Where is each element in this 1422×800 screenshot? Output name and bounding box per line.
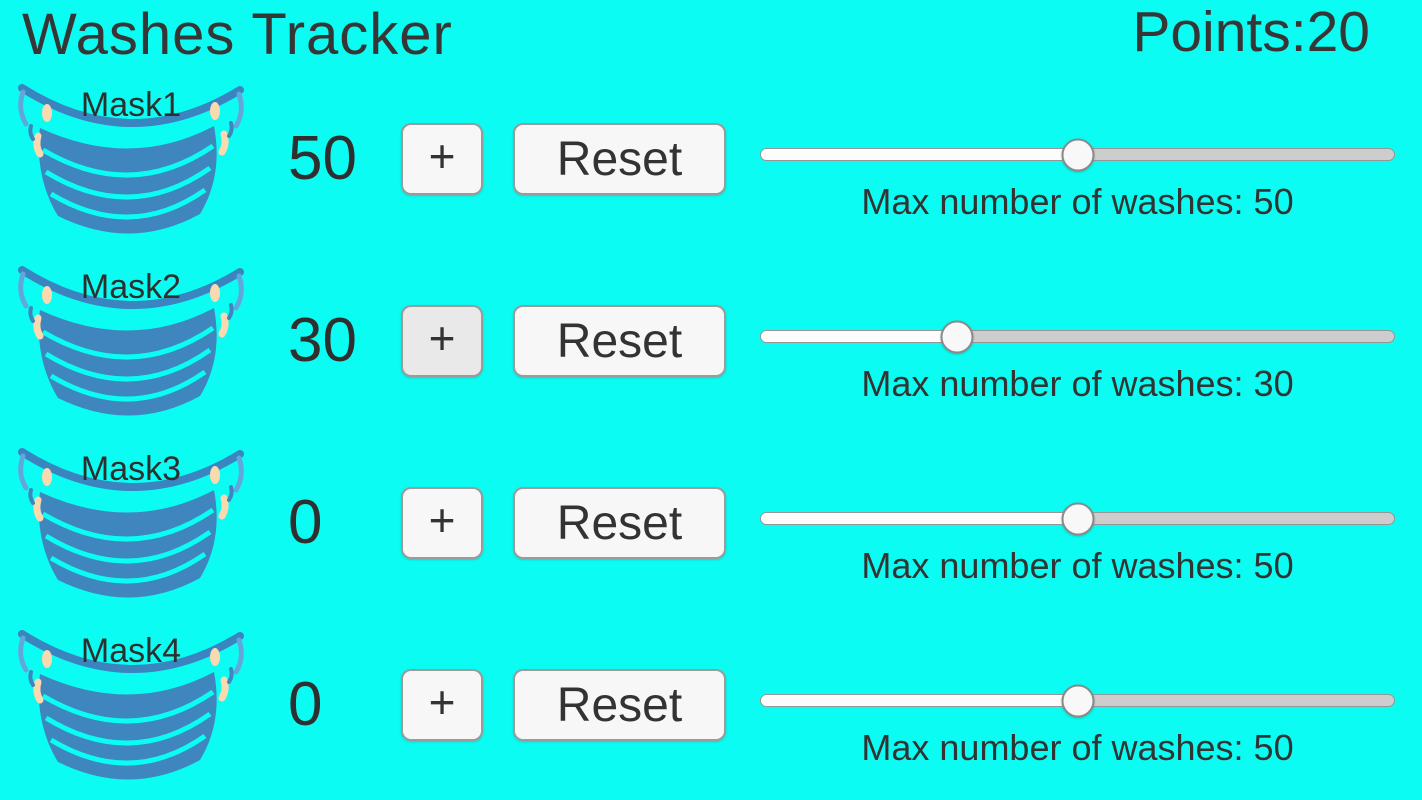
max-washes-slider-group: Max number of washes: 50 [760, 502, 1395, 587]
max-washes-slider[interactable] [760, 502, 1395, 535]
increment-button[interactable]: + [401, 305, 483, 377]
points-label: Points: [1132, 0, 1307, 64]
page-title: Washes Tracker [22, 2, 453, 67]
wash-count: 30 [288, 306, 357, 375]
mask-name-label: Mask3 [80, 450, 182, 488]
max-washes-slider-group: Max number of washes: 50 [760, 138, 1395, 223]
mask-icon: Mask3 [18, 442, 244, 614]
mask-icon: Mask2 [18, 260, 244, 432]
increment-button[interactable]: + [401, 123, 483, 195]
reset-button[interactable]: Reset [513, 123, 726, 195]
slider-fill [761, 695, 1078, 706]
max-washes-slider-group: Max number of washes: 50 [760, 684, 1395, 769]
slider-thumb[interactable] [940, 320, 974, 353]
slider-fill [761, 513, 1078, 524]
max-washes-label: Max number of washes: 30 [861, 363, 1294, 404]
slider-thumb[interactable] [1061, 138, 1094, 171]
slider-fill [761, 331, 958, 342]
slider-thumb[interactable] [1061, 502, 1094, 535]
wash-count: 0 [288, 488, 323, 557]
points-value: 20 [1306, 0, 1370, 64]
mask-row: Mask3 0 + Reset Max number of washes: 50 [0, 442, 1422, 624]
max-washes-label: Max number of washes: 50 [861, 727, 1294, 768]
slider-fill [761, 149, 1078, 160]
reset-button[interactable]: Reset [513, 305, 726, 377]
increment-button[interactable]: + [401, 487, 483, 559]
face-mask-icon [18, 84, 244, 234]
mask-icon: Mask1 [18, 78, 244, 250]
increment-button[interactable]: + [401, 669, 483, 741]
reset-button[interactable]: Reset [513, 487, 726, 559]
wash-count: 50 [288, 124, 357, 193]
mask-name-label: Mask4 [80, 632, 182, 670]
face-mask-icon [18, 448, 244, 598]
mask-icon: Mask4 [18, 624, 244, 796]
max-washes-label: Max number of washes: 50 [861, 181, 1294, 222]
face-mask-icon [18, 630, 244, 780]
max-washes-slider[interactable] [760, 684, 1395, 717]
points-display: Points:20 [1132, 0, 1370, 66]
max-washes-slider[interactable] [760, 138, 1395, 171]
mask-name-label: Mask2 [80, 268, 182, 306]
reset-button[interactable]: Reset [513, 669, 726, 741]
wash-count: 0 [288, 670, 323, 739]
max-washes-slider-group: Max number of washes: 30 [760, 320, 1395, 405]
face-mask-icon [18, 266, 244, 416]
max-washes-slider[interactable] [760, 320, 1395, 353]
mask-row: Mask1 50 + Reset Max number of washes: 5… [0, 78, 1422, 260]
max-washes-label: Max number of washes: 50 [861, 545, 1294, 586]
slider-thumb[interactable] [1061, 684, 1094, 717]
mask-name-label: Mask1 [80, 86, 182, 124]
mask-row: Mask4 0 + Reset Max number of washes: 50 [0, 624, 1422, 800]
mask-rows: Mask1 50 + Reset Max number of washes: 5… [0, 78, 1422, 800]
mask-row: Mask2 30 + Reset Max number of washes: 3… [0, 260, 1422, 442]
